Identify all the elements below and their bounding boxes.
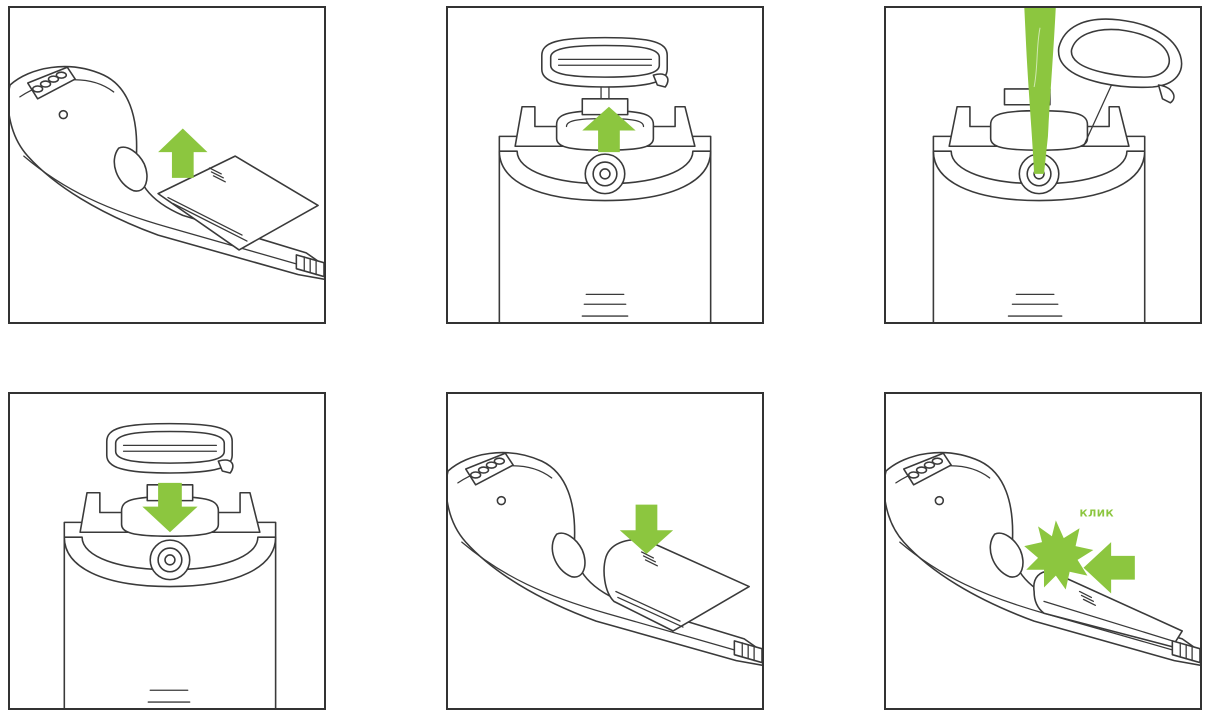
water-stream-icon: [1024, 8, 1056, 174]
step-1-panel: [8, 6, 326, 324]
up-arrow-icon: [582, 106, 636, 153]
button-panel: [26, 66, 76, 120]
click-burst-icon: [1024, 520, 1094, 590]
water-reservoir: [1033, 570, 1184, 648]
step-5-panel: [446, 392, 764, 710]
down-arrow-icon: [619, 504, 674, 554]
trigger: [113, 146, 148, 192]
button-panel: [464, 452, 514, 506]
water-reservoir: [157, 155, 319, 251]
step-2-panel: [446, 6, 764, 324]
handle-body: [10, 65, 324, 280]
tank-cap-open: [1003, 18, 1183, 147]
handle-reservoir-insert-illustration: [448, 451, 762, 666]
valve: [584, 153, 626, 195]
tank-filling-water-illustration: [932, 8, 1183, 322]
down-arrow-icon: [142, 482, 198, 533]
trigger: [551, 532, 586, 578]
step-6-panel: КЛИК: [884, 392, 1202, 710]
nozzle: [733, 640, 762, 664]
step-4-panel: [8, 392, 326, 710]
nozzle: [1171, 640, 1200, 664]
handle-reservoir-click-illustration: КЛИК: [886, 451, 1200, 666]
button-panel: [902, 452, 952, 506]
tank-cap-insert-illustration: [63, 422, 277, 708]
left-arrow-icon: [1083, 542, 1135, 594]
handle-body: [448, 451, 762, 666]
handle-reservoir-lift-illustration: [10, 65, 324, 280]
tank-cap: [541, 36, 669, 116]
click-label: КЛИК: [1080, 508, 1115, 519]
nozzle: [295, 254, 324, 278]
valve: [149, 539, 191, 581]
trigger: [989, 532, 1024, 578]
step-3-panel: [884, 6, 1202, 324]
water-reservoir: [603, 539, 750, 632]
tank-cap-removed-illustration: [498, 36, 712, 322]
up-arrow-icon: [158, 128, 208, 178]
